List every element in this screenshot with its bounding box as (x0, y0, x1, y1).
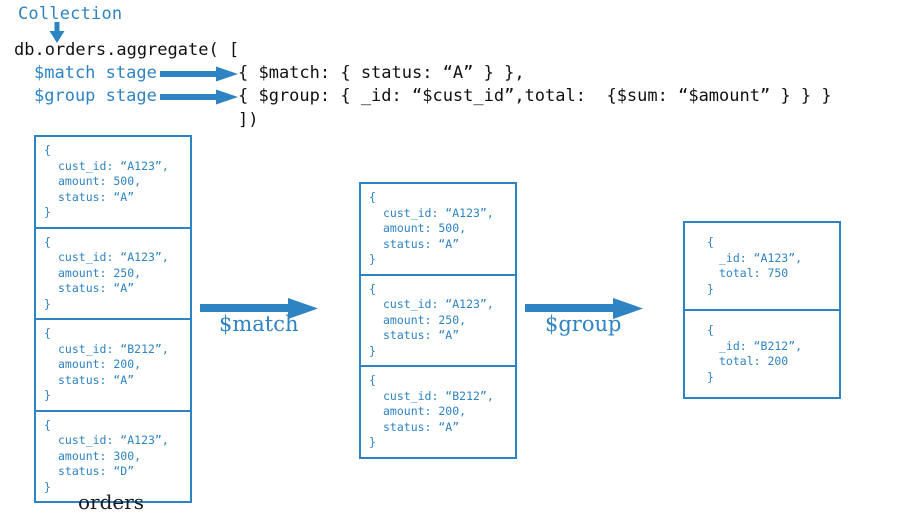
doc-field: total: 750 (719, 266, 789, 280)
document-box: { cust_id: “A123”, amount: 300, status: … (36, 412, 190, 502)
doc-field: total: 200 (719, 354, 789, 368)
doc-close-brace: } (44, 479, 51, 494)
doc-close-brace: } (707, 369, 714, 384)
doc-open-brace: { (369, 281, 376, 296)
doc-close-brace: } (44, 388, 51, 402)
document-box: { cust_id: “A123”, amount: 500, status: … (361, 184, 515, 276)
doc-field: amount: 200, (383, 404, 467, 418)
document-box: { cust_id: “B212”, amount: 200, status: … (36, 320, 190, 412)
grouped-documents-column: { _id: “A123”, total: 750 } { _id: “B212… (683, 221, 841, 399)
document-box: { cust_id: “A123”, amount: 250, status: … (361, 276, 515, 367)
doc-open-brace: { (44, 143, 51, 157)
code-line-aggregate-invoke: db.orders.aggregate( [ (14, 40, 240, 60)
doc-field: status: “A” (383, 236, 460, 251)
code-line-close-bracket: ]) (238, 110, 259, 130)
document-box: { cust_id: “A123”, amount: 250, status: … (36, 229, 190, 320)
doc-close-brace: } (44, 205, 51, 219)
doc-open-brace: { (369, 373, 376, 387)
doc-close-brace: } (369, 435, 376, 449)
code-line-group-stage: { $group: { _id: “$cust_id”,total: {$sum… (238, 86, 832, 106)
doc-field: status: “A” (58, 281, 135, 295)
doc-open-brace: { (707, 235, 714, 249)
doc-open-brace: { (44, 417, 51, 432)
doc-open-brace: { (44, 326, 51, 340)
orders-collection-caption: orders (78, 490, 145, 514)
doc-field: amount: 500, (383, 221, 467, 235)
match-flow-arrow-icon (200, 298, 318, 319)
document-box: { cust_id: “B212”, amount: 200, status: … (361, 367, 515, 457)
doc-open-brace: { (707, 323, 714, 337)
document-box: { _id: “A123”, total: 750 } (685, 223, 839, 311)
doc-field: cust_id: “A123”, (383, 205, 494, 220)
matched-documents-column: { cust_id: “A123”, amount: 500, status: … (359, 182, 517, 459)
doc-field: amount: 300, (58, 448, 142, 463)
doc-close-brace: } (44, 296, 51, 311)
group-stage-annotation-label: $group stage (34, 86, 157, 106)
doc-field: amount: 500, (58, 174, 142, 188)
document-box: { _id: “B212”, total: 200 } (685, 311, 839, 397)
group-flow-label: $group (545, 312, 622, 336)
doc-field: _id: “A123”, (719, 250, 803, 265)
doc-field: cust_id: “B212”, (58, 341, 169, 356)
doc-open-brace: { (44, 234, 51, 249)
match-stage-pointer-arrow-icon (160, 66, 238, 82)
collection-down-arrow-icon (49, 22, 65, 43)
doc-field: status: “A” (383, 328, 460, 342)
doc-field: _id: “B212”, (719, 338, 803, 353)
doc-open-brace: { (369, 190, 376, 204)
doc-field: amount: 250, (58, 265, 142, 280)
orders-collection-column: { cust_id: “A123”, amount: 500, status: … (34, 135, 192, 503)
match-flow-label: $match (219, 312, 299, 336)
match-stage-annotation-label: $match stage (34, 63, 157, 83)
doc-field: amount: 200, (58, 357, 142, 371)
doc-field: cust_id: “A123”, (383, 297, 494, 311)
doc-field: status: “D” (58, 464, 135, 478)
doc-field: cust_id: “A123”, (58, 433, 169, 447)
doc-field: status: “A” (58, 372, 135, 387)
doc-close-brace: } (369, 252, 376, 266)
doc-field: cust_id: “A123”, (58, 158, 169, 173)
doc-close-brace: } (707, 281, 714, 296)
doc-close-brace: } (369, 343, 376, 358)
group-flow-arrow-icon (525, 298, 643, 319)
doc-field: amount: 250, (383, 312, 467, 327)
group-stage-pointer-arrow-icon (160, 89, 238, 105)
document-box: { cust_id: “A123”, amount: 500, status: … (36, 137, 190, 229)
doc-field: status: “A” (58, 189, 135, 204)
doc-field: cust_id: “A123”, (58, 250, 169, 264)
code-line-match-stage: { $match: { status: “A” } }, (238, 63, 525, 83)
collection-annotation-label: Collection (18, 4, 123, 24)
doc-field: status: “A” (383, 419, 460, 434)
doc-field: cust_id: “B212”, (383, 388, 494, 403)
